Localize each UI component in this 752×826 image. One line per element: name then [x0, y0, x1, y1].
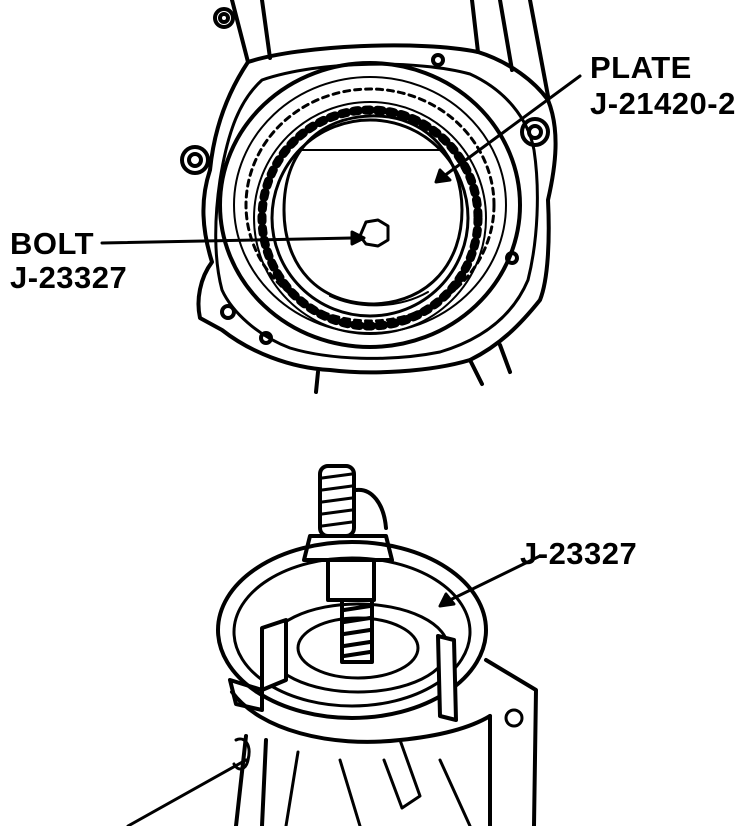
bolt-part-number: J-23327	[10, 260, 128, 295]
puller-drawing	[216, 464, 538, 826]
bearing-race-ring	[218, 61, 522, 349]
gear-teeth-ring	[253, 101, 487, 335]
plate-label: PLATE	[590, 50, 692, 85]
bolt-label: BOLT	[10, 226, 95, 261]
plate-part-number: J-21420-2	[590, 86, 736, 121]
plate-drawing	[282, 114, 464, 307]
bolt-head	[358, 218, 390, 248]
leader-lines	[100, 74, 582, 826]
puller-part-number: J-23327	[520, 536, 638, 571]
